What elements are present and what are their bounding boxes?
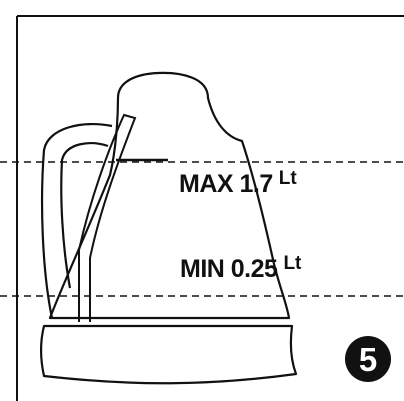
- kettle-base: [39, 324, 298, 385]
- kettle-handle-inner: [60, 142, 109, 289]
- min-capacity-unit: Lt: [283, 253, 302, 274]
- kettle-body: [48, 71, 291, 320]
- water-gauge-window: [78, 113, 137, 322]
- max-capacity-unit: Lt: [278, 168, 297, 189]
- max-capacity-value: MAX 1.7: [179, 170, 273, 198]
- min-capacity-value: MIN 0.25: [180, 255, 278, 283]
- step-number-badge: 5: [345, 336, 391, 382]
- kettle-handle-outer: [40, 122, 113, 319]
